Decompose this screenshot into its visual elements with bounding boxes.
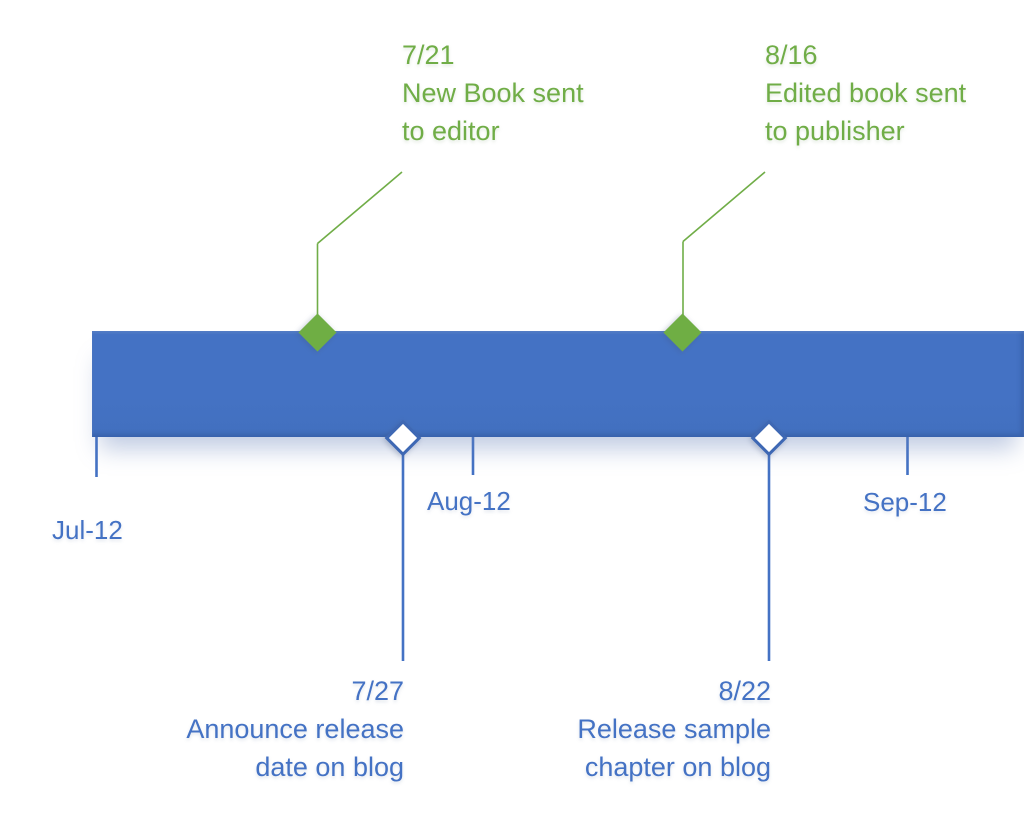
leader-elbow-milestone-above-1 [316, 171, 403, 245]
milestone-callout-below-1: 7/27 Announce release date on blog [186, 672, 404, 786]
milestone-callout-above-1: 7/21 New Book sent to editor [402, 36, 584, 150]
milestone-date: 7/27 [351, 676, 404, 706]
milestone-text-line: to editor [402, 116, 500, 146]
axis-label-jul: Jul-12 [52, 515, 123, 545]
milestone-callout-below-2: 8/22 Release sample chapter on blog [577, 672, 771, 786]
milestone-text-line: to publisher [765, 116, 905, 146]
milestone-text-line: chapter on blog [584, 752, 771, 782]
milestone-date: 8/16 [765, 40, 818, 70]
milestone-callout-above-2: 8/16 Edited book sent to publisher [765, 36, 966, 150]
milestone-text-line: Announce release [186, 714, 404, 744]
axis-label-sep: Sep-12 [863, 487, 947, 517]
milestone-text-line: New Book sent [402, 78, 584, 108]
milestone-text-line: date on blog [255, 752, 404, 782]
milestone-date: 7/21 [402, 40, 455, 70]
timeline-bar [92, 331, 1024, 437]
axis-label-aug: Aug-12 [427, 486, 511, 516]
leader-elbow-milestone-above-2 [682, 171, 766, 243]
milestone-text-line: Release sample [577, 714, 771, 744]
milestone-text-line: Edited book sent [765, 78, 967, 108]
milestone-date: 8/22 [718, 676, 771, 706]
